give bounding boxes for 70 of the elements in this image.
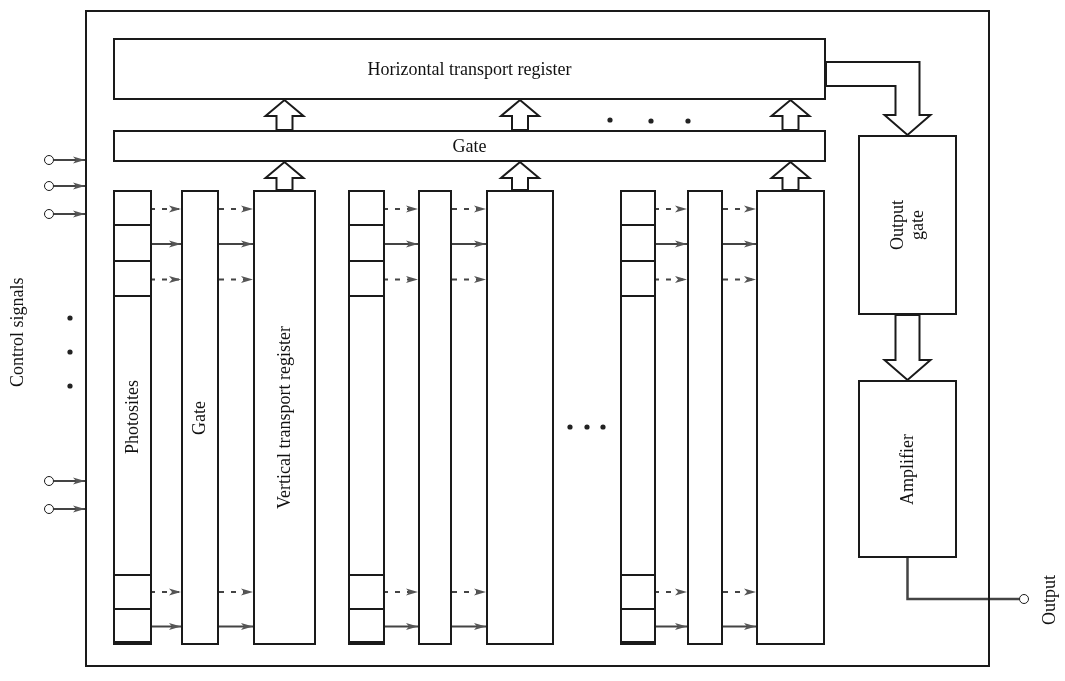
hollow-arrow bbox=[825, 61, 934, 137]
hollow-arrow bbox=[498, 160, 542, 191]
arrow bbox=[218, 588, 254, 596]
register-column bbox=[253, 190, 316, 645]
arrow bbox=[451, 623, 487, 630]
photosite-cell bbox=[350, 574, 383, 610]
arrow bbox=[149, 276, 182, 283]
output-gate-label: Output gate bbox=[887, 199, 928, 252]
arrow bbox=[451, 276, 487, 283]
arrow bbox=[382, 276, 419, 283]
arrow bbox=[53, 182, 86, 190]
register-label: Horizontal transport register bbox=[367, 58, 572, 80]
arrow bbox=[149, 588, 182, 596]
arrow bbox=[653, 276, 688, 283]
arrow bbox=[722, 623, 757, 630]
gate-column bbox=[687, 190, 723, 645]
hollow-arrow bbox=[498, 98, 542, 131]
arrow bbox=[722, 240, 757, 248]
amplifier-box bbox=[858, 380, 957, 558]
gate-bar bbox=[113, 130, 826, 162]
register-column bbox=[756, 190, 825, 645]
sensor-chip-outline bbox=[85, 10, 990, 667]
arrow bbox=[382, 240, 419, 248]
arrow bbox=[149, 205, 182, 213]
arrow bbox=[382, 205, 419, 213]
hollow-arrow bbox=[881, 314, 934, 382]
hollow-arrow bbox=[768, 160, 813, 191]
photosite-column bbox=[113, 190, 152, 645]
arrow bbox=[218, 276, 254, 283]
arrow bbox=[53, 210, 86, 218]
arrow bbox=[218, 240, 254, 248]
photosite-column bbox=[348, 190, 385, 645]
arrow bbox=[653, 588, 688, 596]
arrow bbox=[451, 205, 487, 213]
arrow bbox=[218, 205, 254, 213]
gate-label: Gate bbox=[190, 400, 210, 435]
output-line bbox=[906, 558, 1019, 601]
terminal-label: Output bbox=[1040, 574, 1060, 627]
register-box bbox=[113, 38, 826, 100]
arrow bbox=[451, 588, 487, 596]
arrow bbox=[382, 623, 419, 630]
arrow bbox=[653, 240, 688, 248]
arrow bbox=[722, 588, 757, 596]
register-label: Vertical transport register bbox=[274, 326, 295, 509]
arrow bbox=[722, 205, 757, 213]
arrow bbox=[53, 477, 86, 485]
hollow-arrow bbox=[768, 98, 813, 131]
gate-column bbox=[181, 190, 219, 645]
photosite-cell bbox=[115, 574, 150, 610]
arrow bbox=[451, 240, 487, 248]
hollow-arrow bbox=[262, 160, 307, 191]
hollow-arrow bbox=[262, 98, 307, 131]
photosite-label: Photosites bbox=[122, 380, 143, 455]
arrow bbox=[382, 588, 419, 596]
gate-column bbox=[418, 190, 452, 645]
arrow bbox=[722, 276, 757, 283]
axis-label: Control signals bbox=[8, 276, 28, 390]
gate-label: Gate bbox=[452, 135, 487, 157]
photosite-cell bbox=[622, 574, 654, 610]
arrow bbox=[53, 156, 86, 164]
photosite-column bbox=[620, 190, 656, 645]
arrow bbox=[653, 623, 688, 630]
register-column bbox=[486, 190, 554, 645]
arrow bbox=[53, 505, 86, 513]
arrow bbox=[218, 623, 254, 630]
arrow bbox=[149, 240, 182, 248]
arrow bbox=[149, 623, 182, 630]
amplifier-label: Amplifier bbox=[897, 433, 918, 505]
arrow bbox=[653, 205, 688, 213]
output-gate-box bbox=[858, 135, 957, 315]
